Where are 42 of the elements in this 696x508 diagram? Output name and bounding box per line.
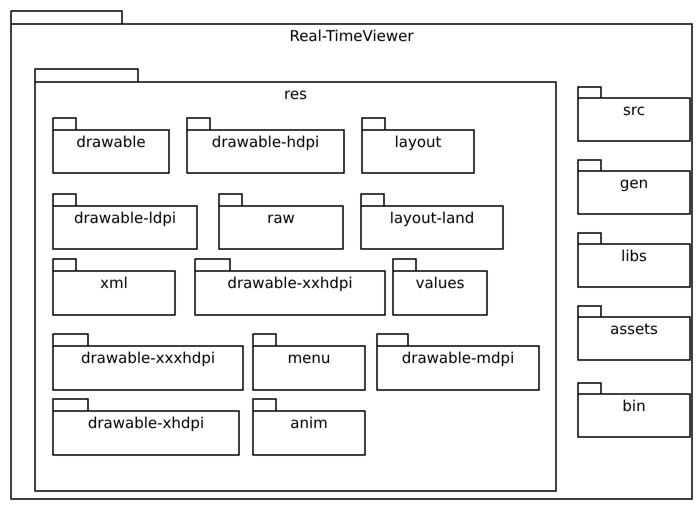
- package-name: bin: [622, 397, 646, 415]
- package-name: libs: [621, 247, 647, 265]
- package-folder: [252, 398, 366, 456]
- package-name: drawable-hdpi: [212, 133, 320, 151]
- package-name: drawable-xhdpi: [88, 414, 204, 432]
- package-name: assets: [610, 320, 658, 338]
- package-folder: [252, 333, 366, 391]
- package-name: drawable-xxhdpi: [227, 274, 353, 292]
- package-folder: [52, 333, 244, 391]
- package-name: Real-TimeViewer: [289, 27, 414, 45]
- package-name: src: [623, 101, 645, 119]
- package-name: drawable-ldpi: [74, 209, 176, 227]
- package-name: xml: [100, 274, 128, 292]
- package-name: layout-land: [390, 209, 474, 227]
- package-name: values: [416, 274, 464, 292]
- package-folder: [577, 305, 691, 361]
- package-name: menu: [288, 349, 330, 367]
- package-folder: [577, 86, 691, 142]
- package-folder: [360, 193, 504, 250]
- package-name: drawable-xxxhdpi: [80, 349, 216, 367]
- package-name: anim: [290, 414, 328, 432]
- package-folder: [52, 258, 176, 316]
- package-folder: [10, 10, 693, 500]
- package-folder: [186, 117, 345, 174]
- package-folder: [52, 398, 240, 456]
- package-folder: [52, 117, 170, 174]
- package-name: res: [284, 85, 307, 103]
- package-folder: [577, 382, 691, 438]
- package-name: drawable: [76, 133, 146, 151]
- package-folder: [577, 232, 691, 288]
- package-folder: [577, 159, 691, 215]
- package-folder: [218, 193, 344, 250]
- package-folder: [361, 117, 475, 174]
- package-folder: [376, 333, 540, 391]
- package-folder: [392, 258, 488, 316]
- package-name: gen: [620, 174, 648, 192]
- package-name: raw: [267, 209, 295, 227]
- package-folder: [34, 68, 557, 492]
- package-folder: [194, 258, 386, 316]
- package-name: drawable-mdpi: [402, 349, 514, 367]
- package-name: layout: [394, 133, 442, 151]
- package-folder: [52, 193, 198, 250]
